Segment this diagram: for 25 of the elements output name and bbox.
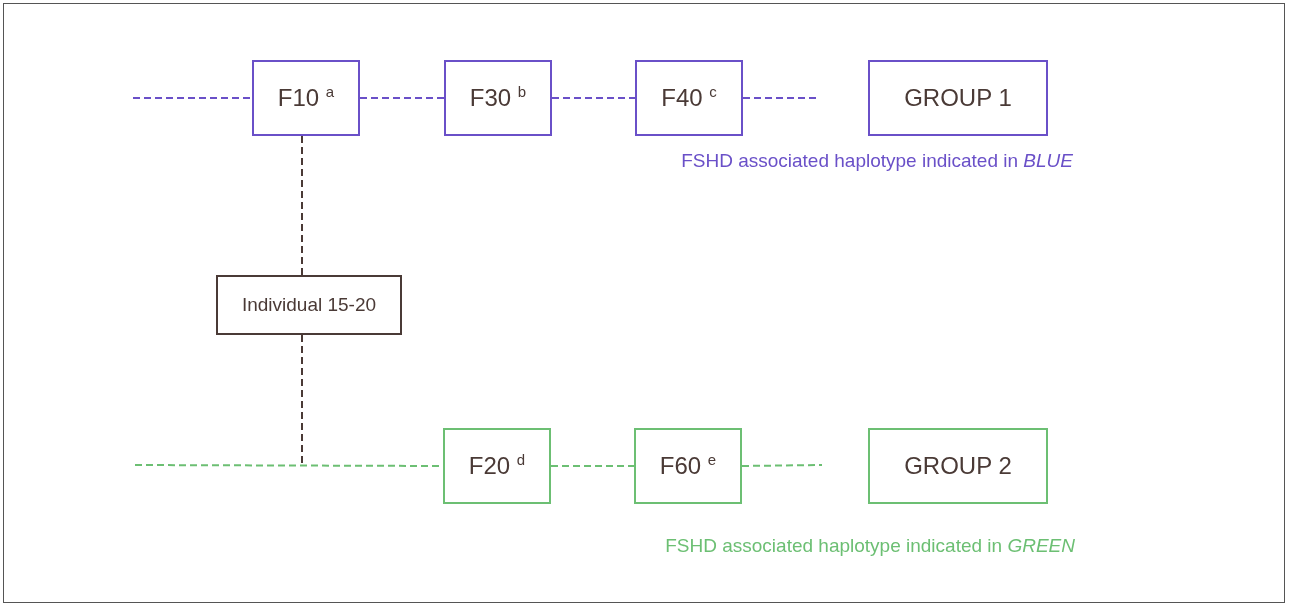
note-text: FSHD associated haplotype indicated in GREEN — [665, 535, 1075, 557]
node-label: GROUP 1 — [904, 83, 1012, 113]
node-box — [635, 60, 743, 136]
dashed-connector — [301, 135, 303, 276]
node-label: GROUP 2 — [904, 451, 1012, 481]
dashed-connector — [359, 97, 445, 99]
node-label: F20 $^{d}$ — [468, 451, 526, 481]
node-box — [444, 60, 552, 136]
dashed-connector — [551, 97, 636, 99]
node-label: F10 $^{a}$ — [277, 83, 335, 113]
node-label: F40 $^{c}$ — [661, 83, 717, 113]
node-box — [634, 428, 742, 504]
node-label: Individual 15-20 — [241, 293, 377, 317]
node-box — [868, 428, 1048, 504]
node-label: F60 $^{e}$ — [659, 451, 717, 481]
note-text: FSHD associated haplotype indicated in BLUE — [681, 150, 1073, 172]
dashed-connector — [132, 97, 253, 99]
dashed-connector — [550, 465, 635, 467]
node-box — [216, 275, 402, 335]
node-box — [868, 60, 1048, 136]
dashed-connector — [741, 464, 823, 467]
node-label: F30 $^{b}$ — [469, 83, 527, 113]
node-box — [443, 428, 551, 504]
node-box — [252, 60, 360, 136]
dashed-connector — [301, 334, 303, 466]
